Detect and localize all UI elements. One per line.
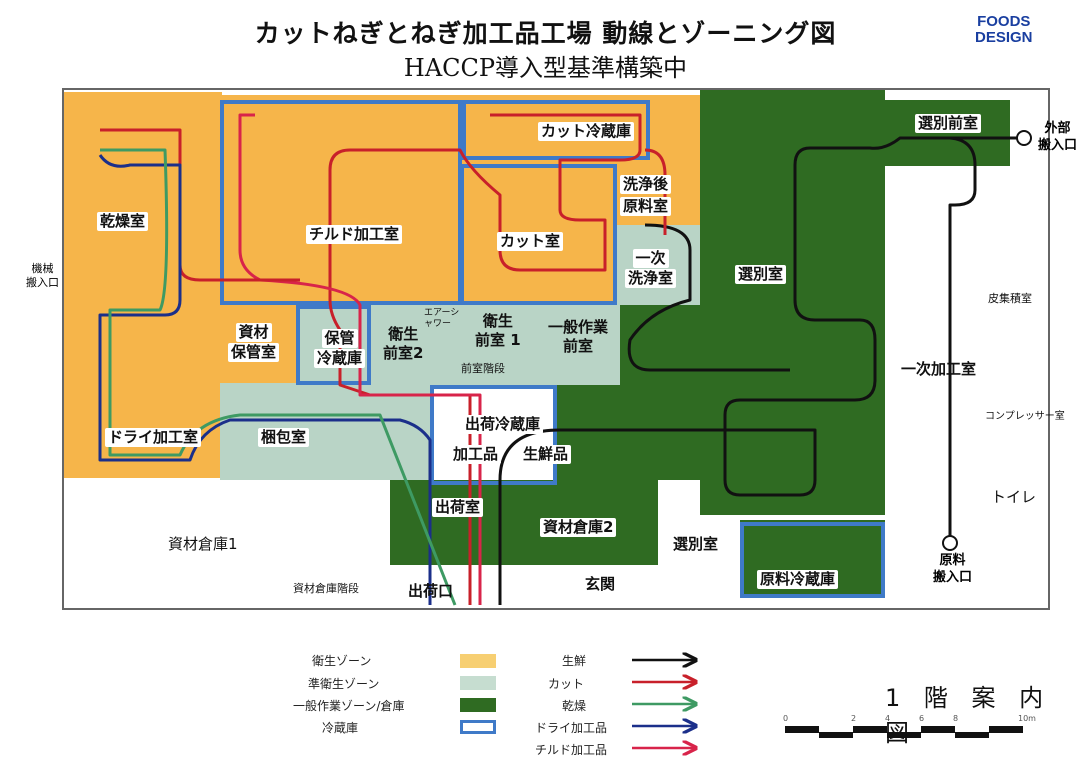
room-chilled-processing: チルド加工室: [306, 225, 403, 244]
room-hygiene-anteroom-2: 衛生 前室2: [380, 325, 426, 363]
room-label-line: 一般作業: [548, 318, 609, 336]
scale-tick: 6: [919, 714, 925, 723]
room-general-anteroom: 一般作業 前室: [545, 318, 611, 356]
cold-room-shipping: [430, 385, 557, 485]
label-line: 搬入口: [933, 570, 973, 585]
zone-general-sorting: [700, 90, 885, 515]
room-label-line: 前室 1: [475, 331, 521, 349]
room-label-line: 前室: [563, 337, 594, 355]
legend-flow-label: 乾燥: [562, 699, 587, 713]
room-label-line: 衛生: [482, 312, 513, 330]
room-primary-processing: 一次加工室: [901, 360, 977, 378]
room-label-line: 資材: [235, 323, 272, 342]
section-fresh: 生鮮品: [520, 445, 572, 464]
zone-general-presort: [885, 100, 1010, 166]
room-label-line: 洗浄後: [620, 175, 672, 194]
room-cut-cold-storage: カット冷蔵庫: [538, 122, 635, 141]
zone-general-shipping-cold: [555, 385, 620, 480]
scale-tick: 4: [885, 714, 891, 723]
flow-dry: [98, 154, 432, 605]
legend-flow-label: チルド加工品: [535, 743, 608, 757]
warehouse-stairs: 資材倉庫階段: [293, 582, 359, 595]
external-entrance: 外部 搬入口: [1038, 120, 1077, 154]
room-material-storage: 資材 保管室: [228, 322, 280, 362]
cold-room-storage: [296, 305, 371, 385]
room-material-warehouse-1: 資材倉庫1: [168, 535, 238, 553]
room-compressor: コンプレッサー室: [985, 411, 1065, 422]
label-line: 原料: [939, 553, 966, 568]
label-line: 搬入口: [1038, 138, 1078, 153]
room-pre-sorting: 選別前室: [915, 114, 982, 133]
section-processed: 加工品: [450, 445, 502, 464]
cold-room-raw: [740, 522, 885, 598]
shipping-exit: 出荷口: [408, 582, 454, 600]
floor-title: 1 階 案 内 図: [885, 684, 1052, 747]
entrance-external-icon: [1016, 130, 1032, 146]
room-label-line: 前室2: [383, 344, 424, 362]
room-label-line: 保管: [321, 329, 358, 348]
room-storage-cold: 保管 冷蔵庫: [314, 328, 366, 368]
label-line: 外部: [1044, 121, 1071, 136]
zone-hygiene-left: [64, 92, 222, 478]
room-label-line: 一次: [632, 249, 669, 268]
flow-fresh: [498, 136, 1020, 605]
cold-room-cut: [460, 164, 617, 305]
room-label-line: 衛生: [388, 325, 419, 343]
room-label-line: 保管室: [228, 343, 280, 362]
scale-bar: [785, 726, 1023, 738]
legend-swatch-cold: [460, 720, 496, 734]
room-shipping: 出荷室: [432, 498, 484, 517]
entrance-raw-icon: [942, 535, 958, 551]
label-line: 搬入口: [26, 276, 59, 289]
room-primary-wash: 一次 洗浄室: [625, 248, 677, 288]
raw-material-entrance: 原料 搬入口: [933, 552, 972, 586]
room-label-line: 原料室: [620, 197, 672, 216]
room-sorting-small: 選別室: [670, 535, 722, 554]
room-label-line: 冷蔵庫: [314, 349, 366, 368]
scale-tick: 8: [953, 714, 959, 723]
scale-tick: 10m: [1018, 714, 1036, 723]
legend-flow-label: ドライ加工品: [535, 721, 608, 735]
label-line: 機械: [31, 262, 54, 275]
room-material-warehouse-2: 資材倉庫2: [540, 518, 617, 537]
entrance-hall: 玄関: [585, 575, 616, 593]
room-hygiene-anteroom-1: 衛生 前室 1: [472, 312, 524, 350]
legend-swatch-hygiene: [460, 654, 496, 668]
zone-semi-packing: [220, 383, 430, 480]
anteroom-stairs: 前室階段: [461, 362, 505, 375]
scale-tick: 2: [851, 714, 857, 723]
flow-cut-2: [644, 148, 667, 235]
room-raw-cold: 原料冷蔵庫: [757, 570, 839, 589]
flow-fresh-2: [948, 136, 977, 540]
building-outline: [62, 88, 1050, 610]
legend-zone-label: 衛生ゾーン: [312, 654, 372, 668]
room-dry-processing: ドライ加工室: [105, 428, 202, 447]
cold-room-cut-storage: [462, 100, 650, 160]
room-toilet: トイレ: [991, 488, 1037, 506]
legend-zone-label: 冷蔵庫: [322, 721, 359, 735]
air-shower: エアーシャワー: [424, 308, 460, 329]
room-drying: 乾燥室: [97, 212, 149, 231]
legend-flow-label: カット: [548, 677, 585, 691]
room-peel-collection: 皮集積室: [988, 292, 1032, 305]
legend-swatch-semi-hygiene: [460, 676, 496, 690]
machine-entrance: 機械 搬入口: [26, 262, 59, 290]
flow-drying: [100, 148, 457, 606]
room-sorting: 選別室: [735, 265, 787, 284]
diagram-subtitle: HACCP導入型基準構築中: [403, 54, 688, 82]
legend-zone-label: 一般作業ゾーン/倉庫: [293, 699, 405, 713]
legend-zone-label: 準衛生ゾーン: [308, 677, 380, 691]
legend-flow-label: 生鮮: [562, 654, 587, 668]
room-packing: 梱包室: [258, 428, 310, 447]
room-washed-raw: 洗浄後 原料室: [620, 175, 672, 216]
scale-tick: 0: [783, 714, 789, 723]
room-shipping-cold: 出荷冷蔵庫: [462, 415, 544, 434]
legend-swatch-general: [460, 698, 496, 712]
room-cut: カット室: [497, 232, 564, 251]
room-label-line: 洗浄室: [625, 269, 677, 288]
flow-fresh-3: [627, 223, 790, 372]
diagram-title: カットねぎとねぎ加工品工場 動線とゾーニング図: [254, 19, 837, 48]
